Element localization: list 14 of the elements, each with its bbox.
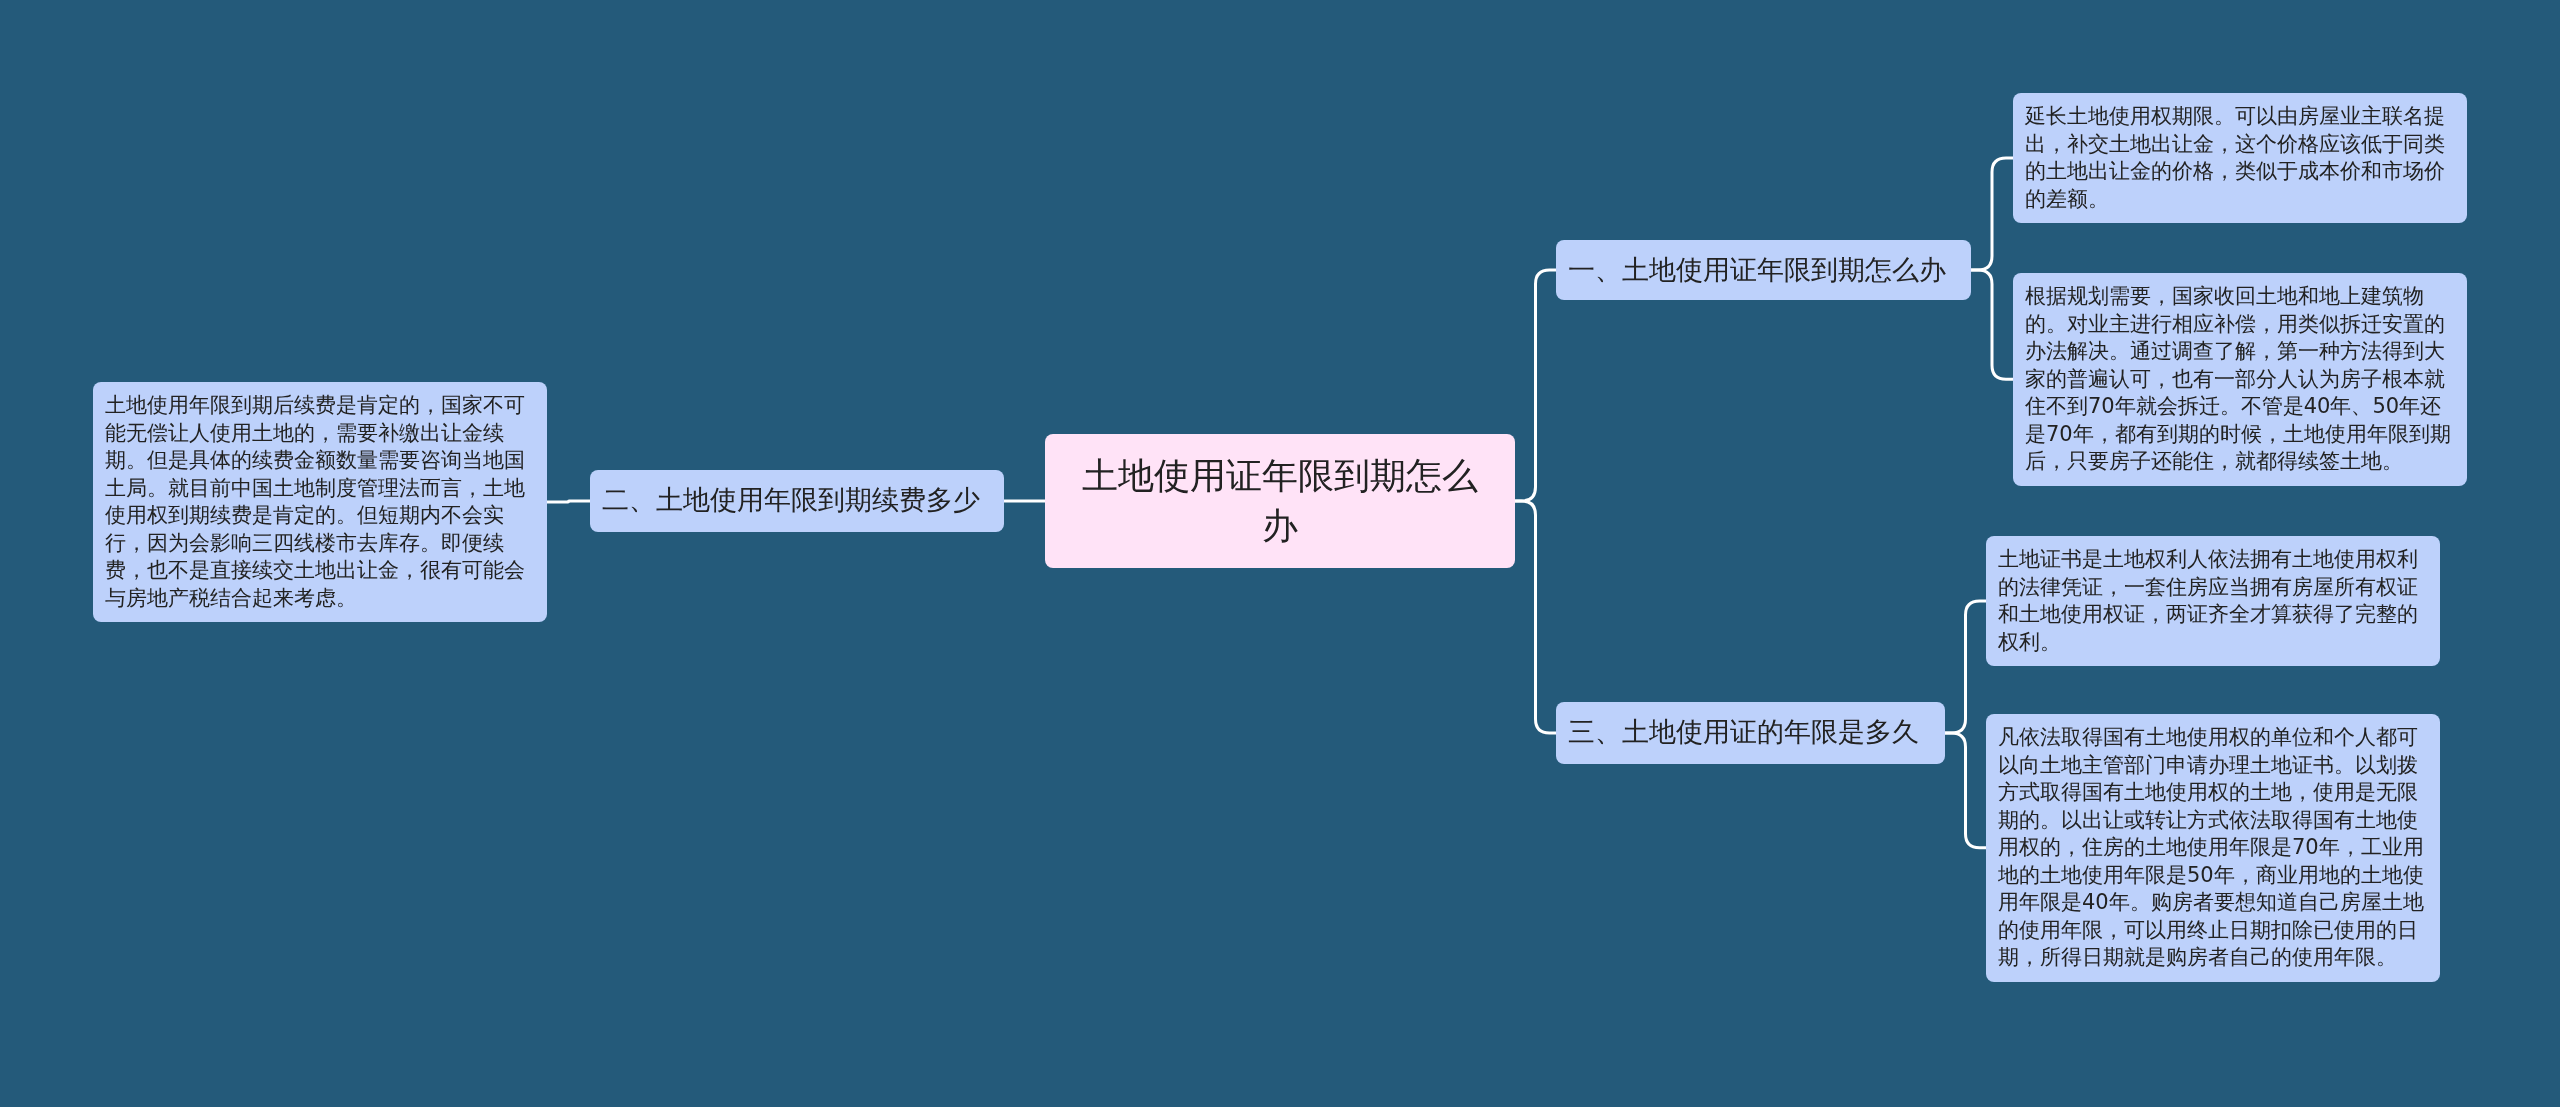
connector-line [547, 499, 590, 504]
root-topic-box: 土地使用证年限到期怎么办 [1045, 434, 1515, 568]
note-box: 土地使用年限到期后续费是肯定的，国家不可能无偿让人使用土地的，需要补缴出让金续期。但是具体的续费金额数量需要咨询当地国土局。就目前中国土地制度管理法而言，土地使用权到期续费是肯定的。但短期内不会实行，因为会影响三四线楼市去库存。即便续费，也不是直接续交土地出让金，很有可能会与房地产税结合起来考虑。 [93, 382, 547, 622]
branch-topic-box: 二、土地使用年限到期续费多少 [590, 470, 1004, 532]
note-box: 土地证书是土地权利人依法拥有土地使用权利的法律凭证，一套住房应当拥有房屋所有权证和土地使用权证，两证齐全才算获得了完整的权利。 [1986, 536, 2440, 666]
branch-topic-box: 一、土地使用证年限到期怎么办 [1556, 240, 1971, 300]
branch-topic-box: 三、土地使用证的年限是多久 [1556, 702, 1945, 764]
connector-line [1004, 499, 1045, 503]
connector-line [1515, 499, 1556, 735]
note-box: 延长土地使用权期限。可以由房屋业主联名提出，补交土地出让金，这个价格应该低于同类的土地出让金的价格，类似于成本价和市场价的差额。 [2013, 93, 2467, 223]
connector-line [1945, 731, 1986, 850]
note-box: 凡依法取得国有土地使用权的单位和个人都可以向土地主管部门申请办理土地证书。以划拨方式取得国有土地使用权的土地，使用是无限期的。以出让或转让方式依法取得国有土地使用权的，住房的土地使用年限是70年，工业用地的土地使用年限是50年，商业用地的土地使用年限是40年。购房者要想知道自己房屋土地的使用年限，可以用终止日期扣除已使用的日期，所得日期就是购房者自己的使用年限。 [1986, 714, 2440, 982]
note-box: 根据规划需要，国家收回土地和地上建筑物的。对业主进行相应补偿，用类似拆迁安置的办法解决。通过调查了解，第一种方法得到大家的普遍认可，也有一部分人认为房子根本就住不到70年就会拆迁。不管是40年、50年还是70年，都有到期的时候，土地使用年限到期后，只要房子还能住，就都得续签土地。 [2013, 273, 2467, 486]
connector-line [1971, 268, 2013, 381]
